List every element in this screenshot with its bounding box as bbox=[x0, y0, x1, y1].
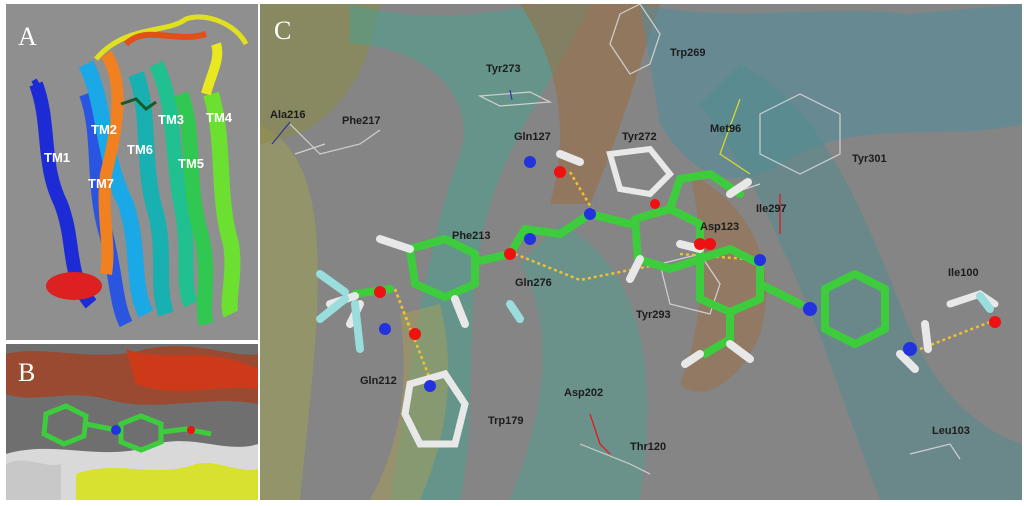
label-tyr273: Tyr273 bbox=[486, 63, 521, 75]
red-helix bbox=[46, 272, 102, 300]
bg-helix-blue-right bbox=[700, 64, 1022, 500]
label-met96: Met96 bbox=[710, 123, 741, 135]
bg-helix-teal-bottom bbox=[510, 224, 648, 500]
tm6-label: TM6 bbox=[127, 142, 153, 157]
panel-b-surface: B bbox=[6, 344, 258, 500]
ligand-sticks bbox=[120, 97, 157, 111]
tm1-tail bbox=[31, 78, 45, 96]
tm6-helix bbox=[128, 71, 174, 317]
tm2-helix bbox=[78, 60, 154, 318]
tm5-helix bbox=[173, 91, 214, 326]
label-trp269: Trp269 bbox=[670, 47, 705, 59]
panel-b-letter: B bbox=[18, 358, 36, 387]
label-asp123: Asp123 bbox=[700, 221, 739, 233]
label-gln127: Gln127 bbox=[514, 131, 551, 143]
tm3-label: TM3 bbox=[158, 112, 184, 127]
panel-b-surface-render bbox=[6, 344, 258, 500]
orange-helix bbox=[98, 50, 124, 275]
label-phe213: Phe213 bbox=[452, 230, 491, 242]
panel-a-cartoon: TM1 TM2 TM3 TM4 TM5 TM6 TM7 bbox=[29, 14, 249, 328]
label-trp179: Trp179 bbox=[488, 415, 523, 427]
label-tyr293: Tyr293 bbox=[636, 309, 671, 321]
label-ala216: Ala216 bbox=[270, 109, 305, 121]
heteroatoms bbox=[374, 156, 1001, 392]
bg-helix-orange bbox=[520, 4, 660, 204]
label-gln212: Gln212 bbox=[360, 375, 397, 387]
label-thr120: Thr120 bbox=[630, 441, 666, 453]
tm4-helix bbox=[203, 91, 241, 318]
tm3-helix bbox=[149, 60, 198, 308]
tm5-label: TM5 bbox=[178, 156, 204, 171]
label-tyr301: Tyr301 bbox=[852, 153, 887, 165]
label-leu103: Leu103 bbox=[932, 425, 970, 437]
panel-a-letter: A bbox=[18, 22, 37, 51]
panel-b-nitrogen bbox=[111, 425, 121, 435]
label-phe217: Phe217 bbox=[342, 115, 381, 127]
bg-helix-blue-top bbox=[640, 4, 1022, 179]
label-gln276: Gln276 bbox=[515, 277, 552, 289]
panel-c-letter: C bbox=[274, 16, 292, 45]
tm4-label: TM4 bbox=[206, 110, 233, 125]
panel-b-ligand bbox=[41, 403, 212, 453]
fluorines bbox=[316, 270, 994, 353]
yellow-loop bbox=[201, 42, 223, 96]
tm2-label: TM2 bbox=[91, 122, 117, 137]
label-asp202: Asp202 bbox=[564, 387, 603, 399]
panel-a-helix-bundle: TM1 TM2 TM3 TM4 TM5 TM6 TM7 A bbox=[6, 4, 258, 340]
line-residues bbox=[271, 4, 961, 475]
top-loop-red bbox=[123, 31, 207, 47]
bg-helix-olive bbox=[260, 124, 318, 500]
label-ile100: Ile100 bbox=[948, 267, 979, 279]
label-ile297: Ile297 bbox=[756, 203, 787, 215]
tm7-label: TM7 bbox=[88, 176, 114, 191]
panel-c-binding-site: Ala216 Phe217 Tyr273 Trp269 Gln127 Tyr27… bbox=[260, 4, 1022, 500]
tm1-helix bbox=[29, 81, 97, 309]
panel-c-render: Ala216 Phe217 Tyr273 Trp269 Gln127 Tyr27… bbox=[260, 4, 1022, 500]
top-loop bbox=[94, 14, 249, 61]
tm1-label: TM1 bbox=[44, 150, 70, 165]
panel-b-oxygen bbox=[187, 426, 195, 434]
surface-top-orange bbox=[126, 349, 258, 391]
surface-bottom-yellow bbox=[76, 462, 258, 500]
label-tyr272: Tyr272 bbox=[622, 131, 657, 143]
